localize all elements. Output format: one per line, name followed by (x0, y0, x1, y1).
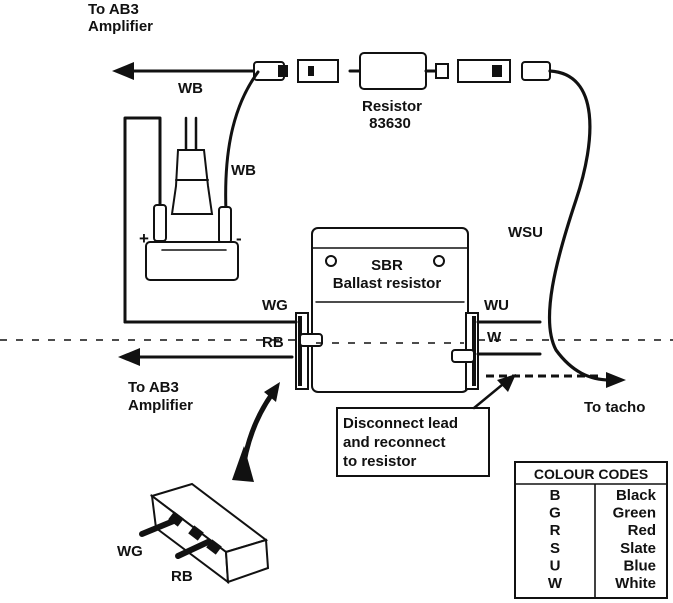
ballast-resistor (118, 227, 600, 393)
label-w-right: W (487, 329, 502, 346)
wb-coil-lead (224, 70, 260, 214)
coil-plus-terminal (153, 204, 167, 242)
colour-codes-title: COLOUR CODES (534, 466, 648, 482)
w-spade (451, 349, 475, 363)
label-wg-connector: WG (117, 543, 143, 560)
arrow-tacho-icon (606, 372, 626, 388)
resistor-83630-body (359, 52, 427, 90)
colour-code-letter: U (550, 557, 561, 574)
label-resistor: Resistor (362, 98, 422, 115)
label-wg-left: WG (262, 297, 288, 314)
note-box (336, 374, 516, 477)
label-sbr: SBR (371, 257, 403, 274)
label-to-tacho: To tacho (584, 399, 645, 416)
ballast-resistor-body (311, 227, 469, 393)
coil-minus-terminal (218, 206, 232, 244)
colour-code-letter: B (550, 487, 561, 504)
to-ab3-top-line2: Amplifier (88, 18, 153, 35)
coil-tower (170, 149, 214, 215)
colour-code-name: White (615, 575, 656, 592)
note-box-frame (336, 407, 490, 477)
resistor-end-cap (435, 63, 449, 79)
plug-right (521, 61, 551, 81)
connector-slot-2 (188, 525, 204, 541)
top-wiring (112, 52, 626, 388)
label-rb-connector: RB (171, 568, 193, 585)
rb-spade (299, 333, 323, 347)
label-ballast-resistor: Ballast resistor (333, 275, 442, 292)
mounting-hole-right (433, 255, 445, 267)
label-wu-right: WU (484, 297, 509, 314)
arrow-left-top-icon (112, 62, 134, 80)
connector-housing-side (224, 538, 270, 584)
note-line-3: to resistor (343, 453, 417, 470)
connector-detail (139, 482, 270, 585)
detail-arrow-head-icon (232, 446, 254, 482)
labels: To AB3 Amplifier WB WB Resistor 83630 WS… (88, 1, 645, 585)
label-minus: - (236, 229, 242, 248)
terminal-left-bar (298, 316, 302, 386)
ignition-coil (123, 116, 239, 324)
wsu-lead (547, 69, 612, 382)
label-wsu: WSU (508, 224, 543, 241)
note-arrow-icon (497, 374, 516, 392)
connector-sleeve-2 (457, 59, 511, 83)
sleeve-1-mark (308, 66, 314, 76)
coil-red-lead (123, 116, 162, 324)
mounting-hole-left (325, 255, 337, 267)
connector-rb-wire (175, 539, 211, 559)
colour-code-name: Green (613, 505, 656, 522)
colour-code-name: Black (616, 487, 657, 504)
colour-code-letter: S (550, 540, 560, 557)
colour-code-letter: G (549, 505, 561, 522)
note-line-2: and reconnect (343, 434, 446, 451)
label-wb-side: WB (231, 162, 256, 179)
to-ab3-top-line1: To AB3 (88, 1, 139, 18)
colour-code-name: Blue (623, 557, 656, 574)
colour-code-name: Red (628, 522, 656, 539)
plug-left-tip (278, 65, 288, 77)
label-rb-left: RB (262, 334, 284, 351)
colour-code-letter: W (548, 575, 563, 592)
detail-arrow-icon (264, 382, 280, 402)
sleeve-2-mark (492, 65, 502, 77)
connector-wg-wire (139, 517, 179, 537)
note-line-1: Disconnect lead (343, 415, 458, 432)
connector-sleeve-1 (297, 59, 339, 83)
coil-body (145, 241, 239, 281)
colour-code-name: Slate (620, 540, 656, 557)
label-wb-top: WB (178, 80, 203, 97)
to-ab3-bottom-line2: Amplifier (128, 397, 193, 414)
label-resistor-part: 83630 (369, 115, 411, 132)
colour-code-letter: R (550, 522, 561, 539)
arrow-left-bottom-icon (118, 348, 140, 366)
label-plus: + (139, 229, 149, 248)
to-ab3-bottom-line1: To AB3 (128, 379, 179, 396)
